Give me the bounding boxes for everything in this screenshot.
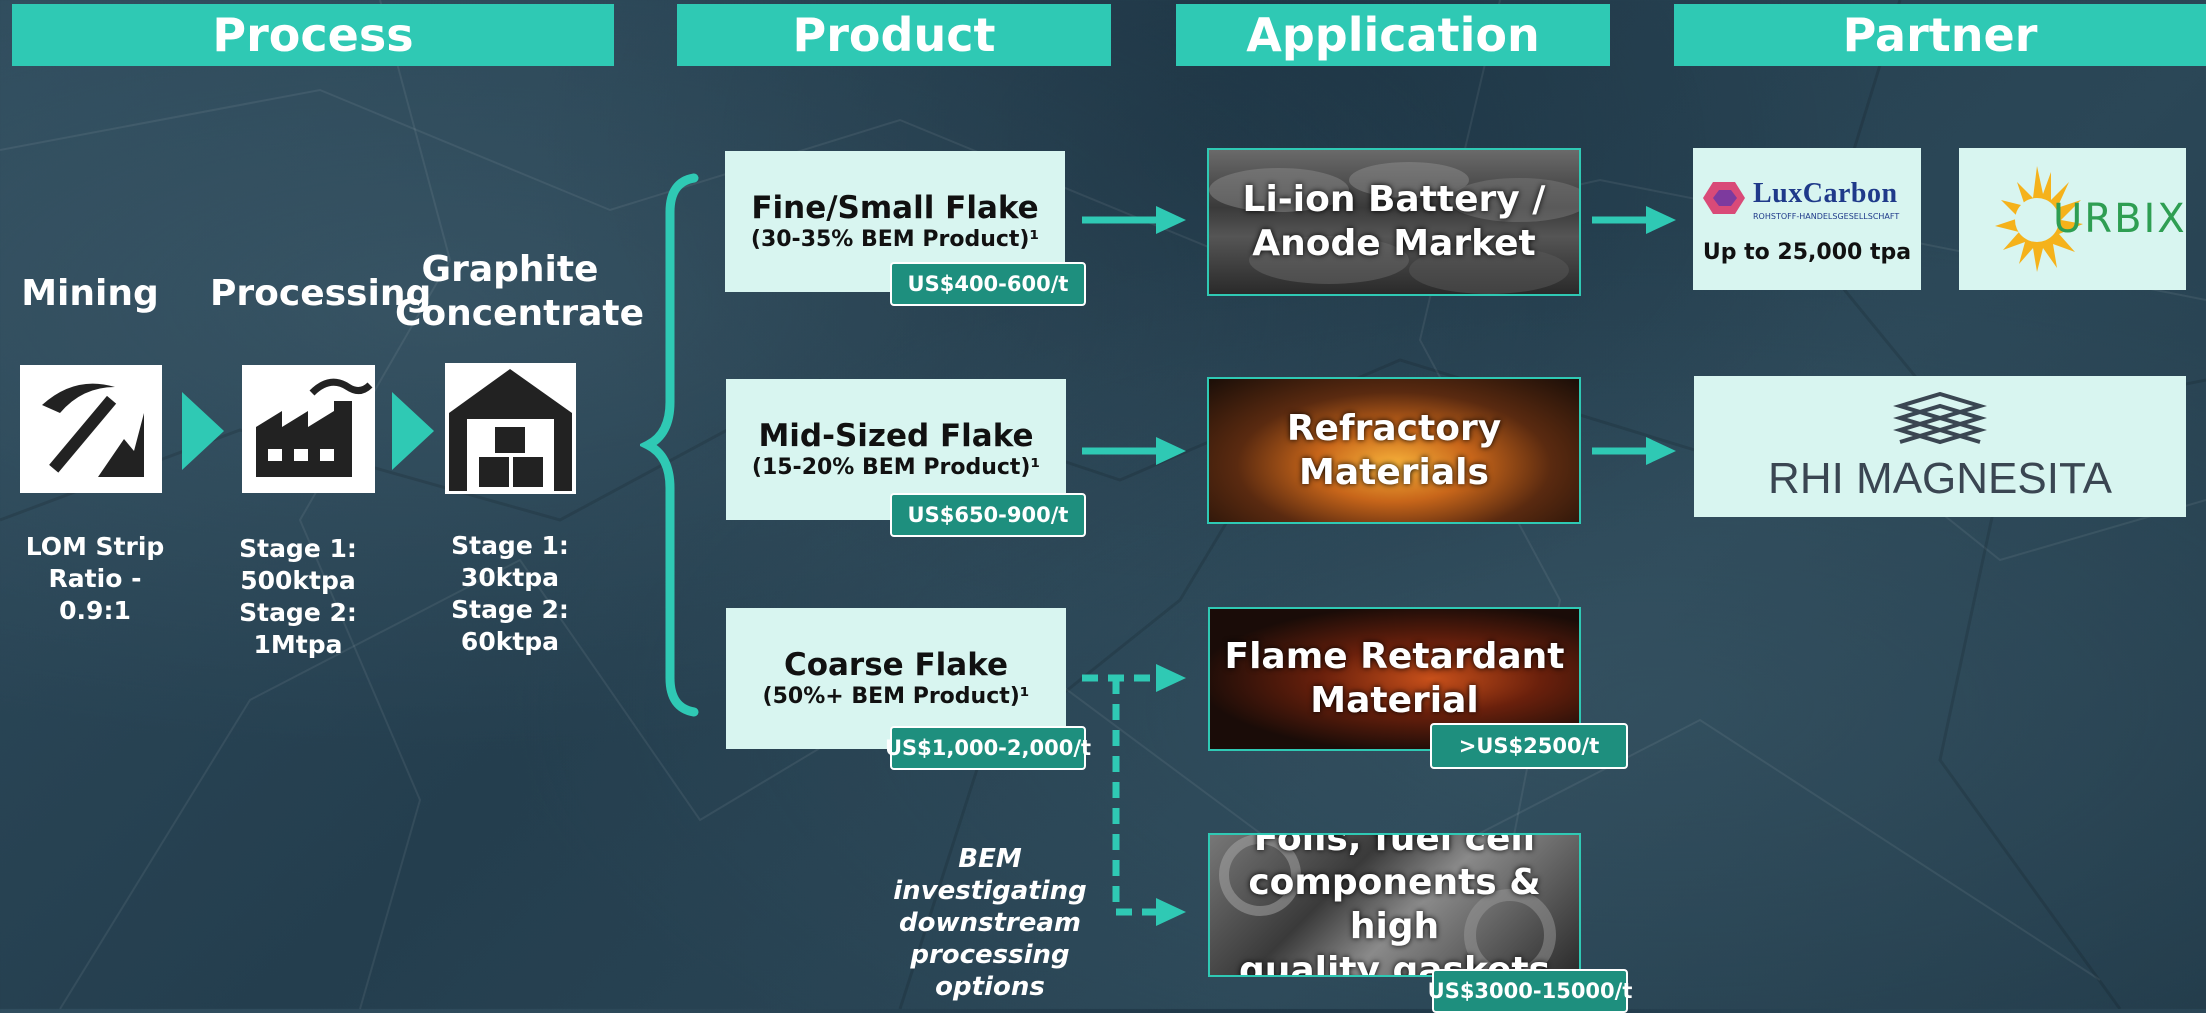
note-line: investigating <box>893 876 1087 906</box>
stat-line: LOM Strip <box>25 532 165 561</box>
curly-brace <box>640 173 699 717</box>
note-line: downstream <box>899 908 1081 938</box>
product-subtitle: (50%+ BEM Product)¹ <box>762 683 1030 709</box>
note-line: options <box>935 972 1045 1002</box>
rhi-magnesita-logo-icon <box>1893 392 1987 445</box>
stat-line: Stage 2: <box>239 598 357 627</box>
stat-processing: Stage 1: 500ktpa Stage 2: 1Mtpa <box>218 533 378 661</box>
stage-title-processing: Processing <box>210 273 432 314</box>
price-badge: US$650-900/t <box>890 493 1086 537</box>
warehouse-icon <box>445 363 576 494</box>
product-title: Coarse Flake <box>783 646 1009 683</box>
application-li-ion-battery: Li-ion Battery / Anode Market <box>1207 148 1581 296</box>
partner-luxcarbon: LuxCarbon ROHSTOFF-HANDELSGESELLSCHAFT U… <box>1693 148 1921 290</box>
stat-line: 500ktpa <box>240 566 356 595</box>
arrow-right-icon <box>1082 437 1186 465</box>
rhi-brand: RHI MAGNESITA <box>1768 454 2112 503</box>
price-badge: US$1,000-2,000/t <box>885 726 1091 770</box>
note-line: BEM <box>958 844 1022 874</box>
stat-line: 1Mtpa <box>253 630 343 659</box>
battery-image <box>1209 162 1579 294</box>
luxcarbon-brand: LuxCarbon <box>1753 178 1898 209</box>
stat-mining: LOM Strip Ratio - 0.9:1 <box>10 531 180 627</box>
application-title-line: Anode Market <box>1252 223 1536 264</box>
product-subtitle: (15-20% BEM Product)¹ <box>751 454 1041 480</box>
application-foils-fuel-cell: Foils, fuel cell components & high quali… <box>1208 833 1581 977</box>
application-title-line: Foils, fuel cell <box>1253 833 1536 859</box>
arrow-right-icon <box>1592 437 1676 465</box>
price-badge: US$3000-15000/t <box>1428 969 1632 1013</box>
stage-title-line: Graphite <box>421 249 599 290</box>
note-line: processing <box>910 940 1070 970</box>
stage-title-mining: Mining <box>21 273 159 314</box>
price-badge: US$400-600/t <box>890 262 1086 306</box>
stage-title-line: Concentrate <box>395 293 645 334</box>
chevron-right-icon <box>182 392 224 470</box>
partner-urbix: URBIX <box>1959 148 2186 290</box>
pickaxe-icon <box>20 365 162 493</box>
header-application: Application <box>1176 4 1610 66</box>
header-product: Product <box>677 4 1111 66</box>
application-title-line: Refractory Materials <box>1286 407 1502 493</box>
luxcarbon-tagline: ROHSTOFF-HANDELSGESELLSCHAFT <box>1753 212 1900 221</box>
downstream-note: BEM investigating downstream processing … <box>880 843 1100 1003</box>
stat-line: 0.9:1 <box>59 596 131 625</box>
chevron-right-icon <box>392 392 434 470</box>
stat-graphite-concentrate: Stage 1: 30ktpa Stage 2: 60ktpa <box>400 530 620 658</box>
product-subtitle: (30-35% BEM Product)¹ <box>750 226 1040 252</box>
stat-line: Ratio - <box>48 564 142 593</box>
dashed-connector <box>1082 664 1186 926</box>
product-coarse-flake: Coarse Flake (50%+ BEM Product)¹ <box>726 608 1066 749</box>
header-partner: Partner <box>1674 4 2206 66</box>
arrow-right-icon <box>1082 206 1186 234</box>
luxcarbon-logo-icon <box>1703 182 1745 214</box>
urbix-brand: URBIX <box>2053 196 2187 242</box>
application-title-line: Flame Retardant <box>1224 636 1565 677</box>
luxcarbon-capacity: Up to 25,000 tpa <box>1702 240 1912 265</box>
product-title: Fine/Small Flake <box>751 189 1039 226</box>
partner-rhi-magnesita: RHI MAGNESITA <box>1694 376 2186 517</box>
stat-line: Stage 1: 30ktpa <box>451 531 569 592</box>
application-title-line: components & high <box>1248 862 1541 947</box>
arrow-right-icon <box>1592 206 1676 234</box>
stat-line: Stage 1: <box>239 534 357 563</box>
stat-line: Stage 2: 60ktpa <box>451 595 569 656</box>
header-process: Process <box>12 4 614 66</box>
stage-title-graphite-concentrate: Graphite Concentrate <box>395 248 645 336</box>
sun-icon <box>1995 166 2083 272</box>
product-title: Mid-Sized Flake <box>758 417 1034 454</box>
application-title-line: Li-ion Battery / <box>1242 179 1546 220</box>
gasket-image <box>1219 835 1556 975</box>
price-badge: >US$2500/t <box>1430 723 1628 769</box>
factory-icon <box>242 365 375 493</box>
application-title-line: Material <box>1310 680 1479 721</box>
application-refractory-materials: Refractory Materials <box>1207 377 1581 524</box>
